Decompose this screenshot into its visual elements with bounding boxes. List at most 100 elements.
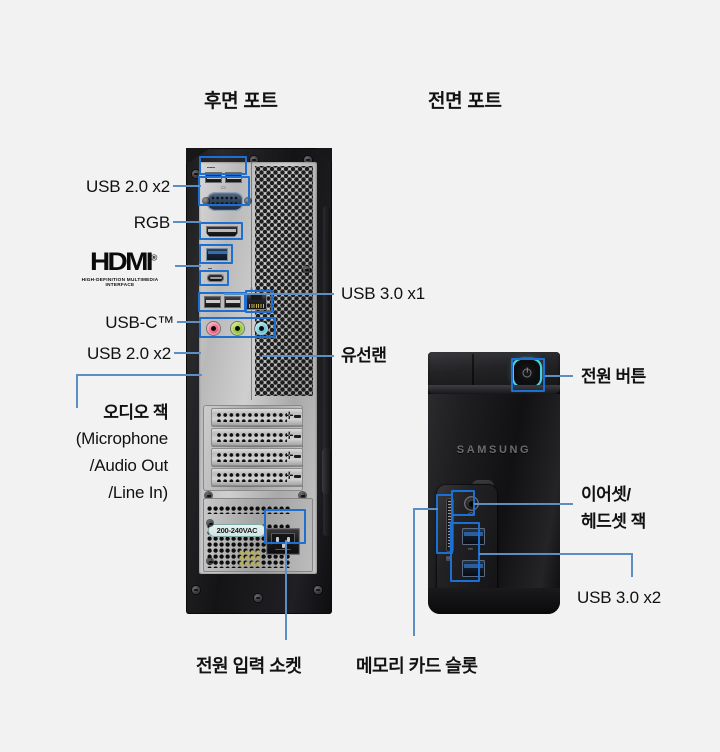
leader-earset-jack	[474, 503, 573, 505]
usb-2-0-port-top-right[interactable]	[225, 172, 242, 183]
rear-chassis-image: ⎓⎓ ▭ ⎓ ⌂ ✛ ✛	[186, 148, 332, 614]
expansion-slot-cover-1: ✛	[211, 408, 303, 426]
vga-rgb-port[interactable]	[207, 192, 243, 211]
front-top-lip	[428, 385, 560, 394]
label-audio-jack-line-4: /Line In)	[108, 483, 168, 502]
plate-screw-lower-right	[299, 492, 306, 499]
heading-rear-ports: 후면 포트	[204, 91, 278, 112]
leader-usb-2-0-top	[173, 185, 201, 187]
vga-screw-right	[245, 198, 251, 204]
slot-tab-2	[294, 435, 301, 438]
leader-front-usb-horizontal	[479, 553, 631, 555]
expansion-slot-frame: ✛ ✛ ✛ ✛	[203, 405, 303, 491]
leader-usb-2-0-lower	[174, 352, 201, 354]
usb-symbol-lower: ⎓	[468, 579, 473, 585]
usb-2-0-port-lower-right[interactable]	[224, 296, 241, 308]
label-audio-jack-line-1: 오디오 잭	[103, 403, 168, 422]
ac-power-socket[interactable]	[266, 528, 300, 555]
psu-screw-left	[207, 520, 213, 526]
power-supply-panel: 200-240VAC	[203, 498, 313, 572]
leader-wired-lan	[262, 355, 334, 357]
leader-front-usb-vertical	[631, 553, 633, 577]
rear-honeycomb-vent	[255, 166, 313, 396]
front-io-bezel: ▤ ⌒ ⎓ ⎓	[436, 484, 498, 596]
chassis-bevel-top-left	[186, 148, 210, 164]
label-wired-lan: 유선랜	[341, 346, 387, 365]
front-bottom-base	[428, 588, 560, 614]
hdmi-wordmark-text: HDMI	[89, 248, 153, 276]
leader-hdmi	[175, 265, 201, 267]
memory-card-symbol: ▤	[446, 556, 452, 562]
vga-screw-left	[203, 198, 209, 204]
rear-io-plate: ⎓⎓ ▭ ⎓ ⌂ ✛ ✛	[199, 162, 317, 574]
leader-usb-c	[177, 321, 201, 323]
audio-jack-microphone[interactable]	[207, 322, 220, 335]
leader-audio-jacks-vertical	[76, 374, 78, 408]
usb-c-port[interactable]	[207, 274, 224, 282]
hdmi-port[interactable]	[206, 226, 238, 237]
caption-memory-card-slot: 메모리 카드 슬롯	[356, 656, 478, 676]
leader-power-socket	[285, 540, 287, 640]
vga-symbol: ▭	[221, 185, 226, 191]
label-earset-line-2: 헤드셋 잭	[581, 512, 646, 531]
chassis-screw-top-mid	[250, 156, 258, 164]
label-audio-jack-line-3: /Audio Out	[89, 456, 169, 475]
ethernet-lan-port[interactable]	[246, 294, 267, 310]
label-usb-c: USB-C™	[105, 313, 174, 332]
leader-rgb	[173, 221, 201, 223]
leader-power-button	[545, 375, 573, 377]
slot-cross-4: ✛	[285, 471, 294, 482]
slot-tab-1	[294, 415, 301, 418]
usb-c-symbol: ⎓	[208, 266, 212, 272]
leader-memory-card-horizontal	[413, 508, 438, 510]
label-usb-2-0-lower: USB 2.0 x2	[87, 344, 171, 363]
label-audio-jack-line-2: (Microphone	[75, 429, 168, 448]
power-icon	[522, 368, 532, 378]
chassis-screw-bottom-mid	[254, 594, 262, 602]
slot-tab-4	[294, 475, 301, 478]
samsung-logo: SAMSUNG	[456, 444, 532, 456]
usb-3-0-port-upper[interactable]	[462, 528, 485, 545]
heading-front-ports: 전면 포트	[428, 91, 502, 112]
headset-jack[interactable]	[464, 496, 479, 511]
usb-2-0-port-top-left[interactable]	[205, 172, 222, 183]
chassis-screw-bottom-right	[314, 586, 322, 594]
leader-usb-3-0-x1	[224, 293, 334, 295]
plate-screw-vent	[303, 266, 310, 273]
label-earset-line-1: 이어셋/	[581, 485, 631, 504]
plate-screw-lower-left	[205, 492, 212, 499]
chassis-screw-bottom-left	[192, 586, 200, 594]
expansion-slot-cover-4: ✛	[211, 468, 303, 486]
memory-card-slot[interactable]	[446, 498, 454, 552]
power-button[interactable]	[514, 360, 540, 386]
headphone-symbol: ⌒	[468, 514, 475, 520]
usb-3-0-port[interactable]	[206, 248, 228, 261]
usb-2-0-port-lower-left[interactable]	[204, 296, 221, 308]
expansion-slot-cover-2: ✛	[211, 428, 303, 446]
plate-seam	[251, 162, 252, 400]
slot-cross-1: ✛	[285, 411, 294, 422]
psu-screw-lower	[207, 558, 213, 564]
usb-3-0-port-lower[interactable]	[462, 560, 485, 577]
front-chassis-image: SAMSUNG ▤ ⌒ ⎓ ⎓	[428, 352, 560, 614]
hdmi-logo: HDMI® HIGH-DEFINITION MULTIMEDIA INTERFA…	[70, 250, 170, 288]
chassis-screw-top-left	[192, 170, 200, 178]
slot-cross-3: ✛	[285, 451, 294, 462]
psu-vent-upper	[207, 506, 291, 514]
usb-symbol-upper: ⎓	[468, 547, 473, 553]
hdmi-logo-subtitle: HIGH-DEFINITION MULTIMEDIA INTERFACE	[81, 277, 159, 287]
label-usb-2-0-top: USB 2.0 x2	[86, 177, 170, 196]
expansion-slot-cover-3: ✛	[211, 448, 303, 466]
psu-vent-gold-patch	[239, 550, 261, 566]
chassis-screw-top-right	[304, 156, 312, 164]
label-usb-3-0-x1: USB 3.0 x1	[341, 284, 425, 303]
slot-cross-2: ✛	[285, 431, 294, 442]
audio-jack-line-in[interactable]	[255, 322, 268, 335]
front-top-seam	[472, 354, 474, 392]
label-rgb: RGB	[133, 213, 170, 232]
lan-symbol: ⌂	[250, 286, 254, 292]
label-power-button: 전원 버튼	[581, 367, 646, 386]
audio-jack-audio-out[interactable]	[231, 322, 244, 335]
hdmi-logo-wordmark: HDMI®	[90, 250, 157, 275]
